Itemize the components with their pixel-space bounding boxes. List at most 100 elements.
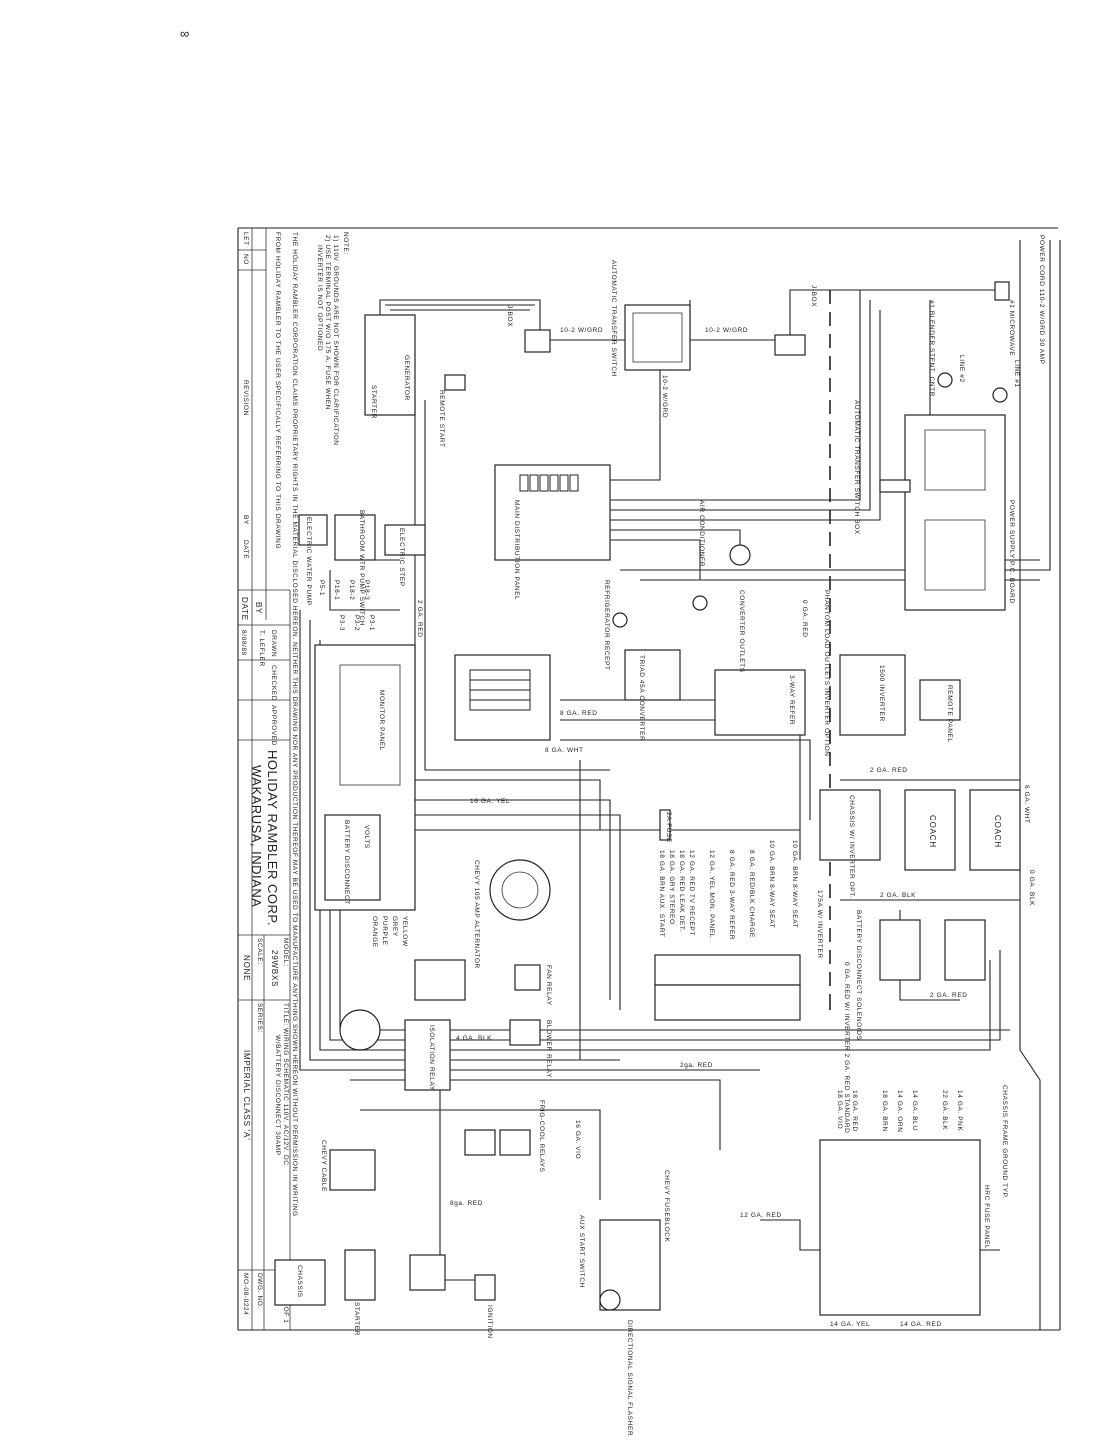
wire-label: 10-2 W/GRD [560, 327, 603, 334]
plug-label: P3-2 [353, 615, 360, 631]
isolation-relay [404, 1019, 451, 1091]
coach-battery-2 [969, 789, 1021, 871]
approved-label: APPROVED [270, 705, 277, 746]
ats-box-label: AUTOMATIC TRANSFER SWITCH BOX [853, 400, 860, 535]
wire-label: 8ga. RED [450, 1200, 483, 1207]
jbox-label: J-BOX [810, 285, 817, 307]
solenoid [879, 919, 921, 981]
scale-label: SCALE: [256, 938, 263, 965]
circuit-label: 8 GA. RED/BLK CHARGE [748, 850, 755, 938]
aux-start-label: AUX START SWITCH [578, 1215, 585, 1288]
fan-relay [514, 964, 541, 991]
plug-label: P18-3 [363, 580, 370, 600]
note-heading: NOTE: [342, 232, 349, 255]
air-conditioner-label: AIR CONDITIONER [698, 500, 705, 567]
flasher-label: DIRECTIONAL SIGNAL FLASHER [626, 1320, 633, 1436]
main-distribution-panel [494, 464, 611, 561]
fuse-circuit-label: 18 GA. RED [851, 1090, 858, 1132]
jbox-label: J-BOX [506, 305, 513, 327]
rev-date-label: DATE [242, 540, 249, 559]
checked-label: CHECKED [270, 665, 277, 701]
blower-relay [509, 1019, 541, 1046]
wire-label: GREY [391, 916, 398, 937]
wire-label: PURPLE [381, 916, 388, 946]
main-panel-label: MAIN DISTRIBUTION PANEL [513, 500, 520, 600]
wire-label: 2ga. RED [680, 1062, 713, 1069]
wire-label: 6 GA. WHT [1023, 785, 1030, 824]
circuit-label: 12 GA. YEL MON. PANEL [708, 850, 715, 938]
fuseblock-label: CHEVY FUSEBLOCK [663, 1170, 670, 1243]
air-conditioner [729, 544, 751, 566]
frig-relays-label: FRIG-COOL RELAYS [538, 1100, 545, 1173]
proprietary-text-1: THE HOLIDAY RAMBLER CORPORATION CLAIMS P… [291, 232, 298, 1217]
circuit-label: 10 GA. BRN 8-WAY SEAT [791, 840, 798, 928]
converter [624, 649, 681, 701]
plug-label: P3-3 [338, 615, 345, 631]
fuse-panel-label: HRC FUSE PANEL [983, 1185, 990, 1249]
power-cord-label: POWER CORD 110-2 W/GRD 30 AMP [1038, 235, 1045, 365]
solenoid [944, 919, 986, 981]
series-label: SERIES: [256, 1003, 263, 1033]
refer-label: 3-WAY REFER [788, 675, 795, 725]
dwg-label: DWG. NO. [256, 1273, 263, 1309]
plug-label: P3-1 [368, 615, 375, 631]
component-labels: POWER CORD 110-2 W/GRD 30 AMP LINE #1 LI… [296, 235, 1045, 1436]
scale-value: NONE [242, 955, 251, 981]
model-value: 29WBXS [270, 950, 279, 987]
series-value: IMPERIAL CLASS 'A' [242, 1050, 251, 1141]
pump-switch [334, 514, 376, 561]
starter [344, 1249, 376, 1301]
wire-label: 14 GA. YEL [830, 1321, 870, 1328]
solenoids-label: BATTERY DISCONNECT SOLENOIDS [855, 910, 862, 1041]
drawn-label: DRAWN [270, 630, 277, 657]
wire-label: CHEVY CABLE [320, 1140, 327, 1192]
rev-by-label: BY [242, 515, 249, 525]
title-block: LET NO REVISION BY DATE DATE BY 8/08/89 … [240, 232, 289, 1323]
wire-label: 10-2 W/GRD [705, 327, 748, 334]
wire-label: 12 GA. RED [740, 1212, 782, 1219]
circuit-labels: 10 GA. BRN 8-WAY SEAT 10 GA. BRN 8-WAY S… [658, 840, 798, 940]
wire-label: 2 GA. RED [870, 767, 908, 774]
ats-label: AUTOMATIC TRANSFER SWITCH [610, 260, 617, 377]
hrc-fuse-panel [819, 1139, 981, 1316]
no-label: NO [242, 254, 249, 265]
note-2: 2) USE TERMINAL POST W/O 175 A. FUSE WHE… [324, 235, 331, 410]
pump-switch-label: BATHROOM WTR PUMP SWITCH [358, 510, 365, 626]
plug-label: P18-2 [348, 580, 355, 600]
remote-start-switch [444, 374, 466, 391]
notes: THE HOLIDAY RAMBLER CORPORATION CLAIMS P… [274, 232, 349, 1217]
frame-ground-label: CHASSIS FRAME GROUND TYP. [1001, 1085, 1008, 1199]
wire-label: 8 GA. WHT [545, 747, 584, 754]
wire-label: 0 GA. RED [801, 600, 808, 638]
by-label: BY [254, 602, 263, 614]
proprietary-text-2: FROM HOLIDAY RAMBLER TO THE USER SPECIFI… [274, 232, 281, 549]
chevy-fuseblock [599, 1219, 661, 1311]
note-1: 1) 110V. GROUNDS ARE NOT SHOWN FOR CLARI… [332, 235, 339, 446]
company-name: HOLIDAY RAMBLER CORP. [265, 750, 280, 926]
converter-outlets-label: CONVERTER OUTLETS [738, 590, 745, 673]
inverter [839, 654, 906, 736]
ats-box [904, 414, 1006, 611]
line1-label: LINE #1 [1013, 360, 1020, 388]
fuse-circuit-label: 22 GA. BLK [941, 1090, 948, 1130]
wire-label: 16 GA. YEL [470, 798, 510, 805]
blender-outlet [937, 372, 953, 388]
plug-label: P18-1 [333, 580, 340, 600]
chassis-label: CHASSIS [296, 1265, 303, 1298]
wire-label: 2 GA. RED [930, 992, 968, 999]
ignition-label: IGNITION [486, 1305, 493, 1339]
jbox [774, 334, 806, 356]
remote-start-label: REMOTE START [438, 390, 445, 448]
coach-label-2: COACH [993, 815, 1002, 848]
chassis [274, 1259, 326, 1306]
wire-label: 0 GA. RED W/ INVERTER 2 GA. RED STANDARD [843, 962, 850, 1133]
coach-battery-1 [904, 789, 956, 871]
wire-labels: 10-2 W/GRD 10-2 W/GRD 10-2 W/GRD 2 GA. R… [320, 327, 1035, 1328]
fuse-circuit-label: 14 GA. PNK [956, 1090, 963, 1131]
pc-board-label: POWER SUPPLY P.C. BOARD [1008, 500, 1015, 604]
volts-label: VOLTS [363, 825, 370, 849]
converter-fuse-block [454, 654, 551, 741]
refer [714, 669, 806, 736]
wire-label: 0 GA. BLK [1028, 870, 1035, 906]
